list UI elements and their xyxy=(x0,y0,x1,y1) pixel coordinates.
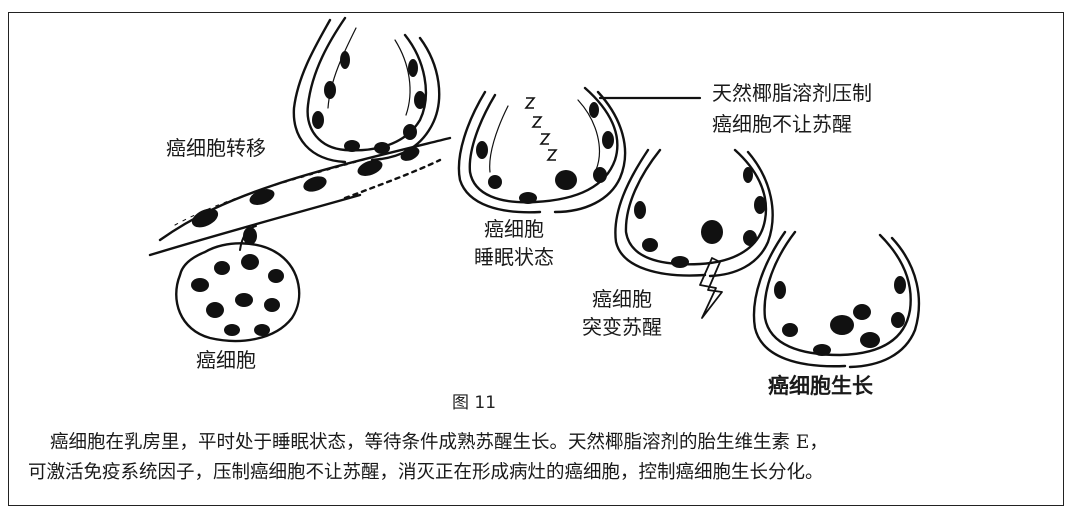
label-wake-line1: 癌细胞 xyxy=(592,287,652,311)
sleep-z-icon xyxy=(524,97,558,161)
annotation-line2: 癌细胞不让苏醒 xyxy=(712,112,852,136)
label-cancer-cell: 癌细胞 xyxy=(196,348,256,372)
label-growth: 癌细胞生长 xyxy=(768,374,873,398)
label-sleep-line2: 睡眠状态 xyxy=(474,245,554,269)
lightning-icon xyxy=(699,257,723,319)
label-sleep-line1: 癌细胞 xyxy=(484,217,544,241)
acinus-sleeping xyxy=(457,86,627,214)
acinus-awakening xyxy=(614,148,774,278)
figure-caption: 癌细胞在乳房里，平时处于睡眠状态，等待条件成熟苏醒生长。天然椰脂溶剂的胎生维生素… xyxy=(28,428,1048,488)
blood-vessel xyxy=(148,136,452,257)
acinus-growth xyxy=(752,230,921,369)
figure-frame xyxy=(8,12,1064,506)
label-wake-line2: 突变苏醒 xyxy=(582,315,662,339)
label-metastasis: 癌细胞转移 xyxy=(166,136,266,160)
annotation-line1: 天然椰脂溶剂压制 xyxy=(712,81,872,105)
figure-title: 图 11 xyxy=(452,393,497,413)
acinus-metastasis xyxy=(292,16,441,164)
caption-line2: 可激活免疫系统因子，压制癌细胞不让苏醒，消灭正在形成病灶的癌细胞，控制癌细胞生长… xyxy=(28,462,824,483)
caption-line1: 癌细胞在乳房里，平时处于睡眠状态，等待条件成熟苏醒生长。天然椰脂溶剂的胎生维生素… xyxy=(50,432,828,453)
